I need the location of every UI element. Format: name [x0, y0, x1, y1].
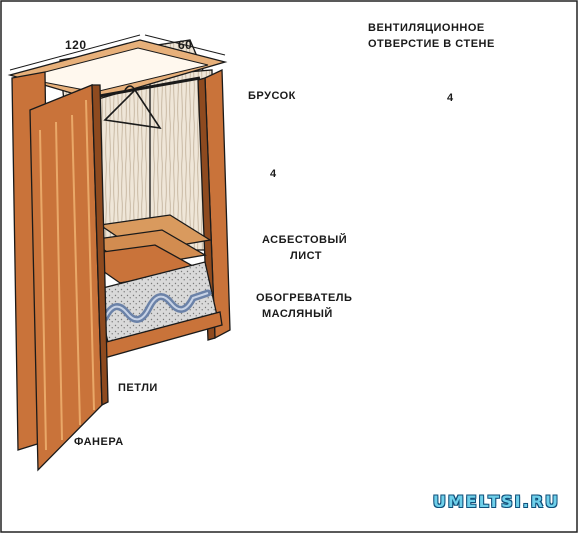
heater-label-line1: ОБОГРЕВАТЕЛЬ — [256, 292, 353, 304]
asbestos-label-line1: АСБЕСТОВЫЙ — [262, 234, 348, 246]
vent-dimension-label: 4 — [447, 92, 454, 104]
plywood-label: ФАНЕРА — [74, 436, 124, 448]
hanger — [103, 85, 162, 130]
vent-label-line2: ОТВЕРСТИЕ В СТЕНЕ — [368, 38, 495, 50]
vent-label-line1: ВЕНТИЛЯЦИОННОЕ — [368, 22, 485, 34]
bar-label: БРУСОК — [248, 90, 296, 102]
hinges-label: ПЕТЛИ — [118, 382, 158, 394]
asbestos-label-line2: ЛИСТ — [290, 250, 323, 262]
watermark-logo: UMELTSI.RU — [432, 492, 560, 511]
width-dimension-label: 120 — [65, 38, 87, 52]
depth-dimension-label: 60 — [178, 38, 193, 52]
hanging-rod — [87, 76, 201, 100]
dimension-lines — [9, 34, 226, 71]
heater-label-line2: МАСЛЯНЫЙ — [262, 308, 333, 320]
bar-dimension-label: 4 — [270, 168, 277, 180]
cabinet — [7, 39, 231, 472]
